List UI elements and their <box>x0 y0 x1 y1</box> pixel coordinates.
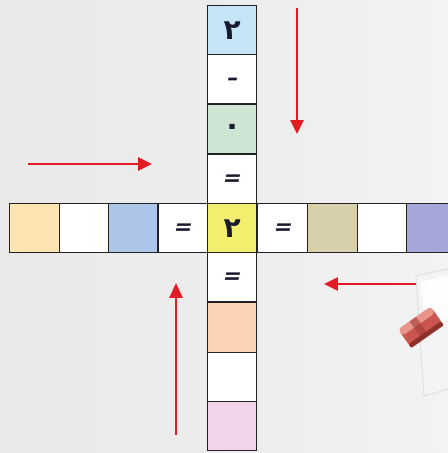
vertical-cell-7[interactable] <box>207 302 257 353</box>
horizontal-cell-7[interactable] <box>307 203 358 253</box>
digit-value: ٢ <box>223 214 240 242</box>
vertical-cell-9[interactable] <box>207 401 257 451</box>
arrow-up-bottom <box>169 283 183 435</box>
horizontal-cell-9[interactable] <box>406 203 448 253</box>
vertical-cell-6: = <box>207 252 257 302</box>
horizontal-cell-2[interactable] <box>59 203 109 253</box>
vertical-cell-8[interactable] <box>207 352 257 402</box>
horizontal-cell-1[interactable] <box>9 203 60 253</box>
eraser-icon <box>392 268 448 398</box>
operator-symbol: = <box>172 217 194 239</box>
horizontal-cell-6: = <box>257 203 308 253</box>
horizontal-cell-8[interactable] <box>357 203 407 253</box>
horizontal-cell-4: = <box>158 203 208 253</box>
vertical-cell-2: – <box>207 54 257 104</box>
operator-symbol: = <box>221 168 243 190</box>
digit-zero: ٠ <box>223 111 241 141</box>
horizontal-cell-3[interactable] <box>108 203 158 253</box>
operator-symbol: – <box>225 68 240 90</box>
vertical-cell-4: = <box>207 154 257 204</box>
arrow-down-top <box>290 8 304 134</box>
operator-symbol: = <box>271 217 293 239</box>
digit-value: ٢ <box>223 16 240 44</box>
operator-symbol: = <box>221 266 243 288</box>
vertical-cell-3: ٠ <box>207 104 257 154</box>
arrow-right-left <box>28 157 152 171</box>
vertical-cell-5: ٢ <box>207 203 257 253</box>
vertical-cell-1: ٢ <box>207 5 257 55</box>
